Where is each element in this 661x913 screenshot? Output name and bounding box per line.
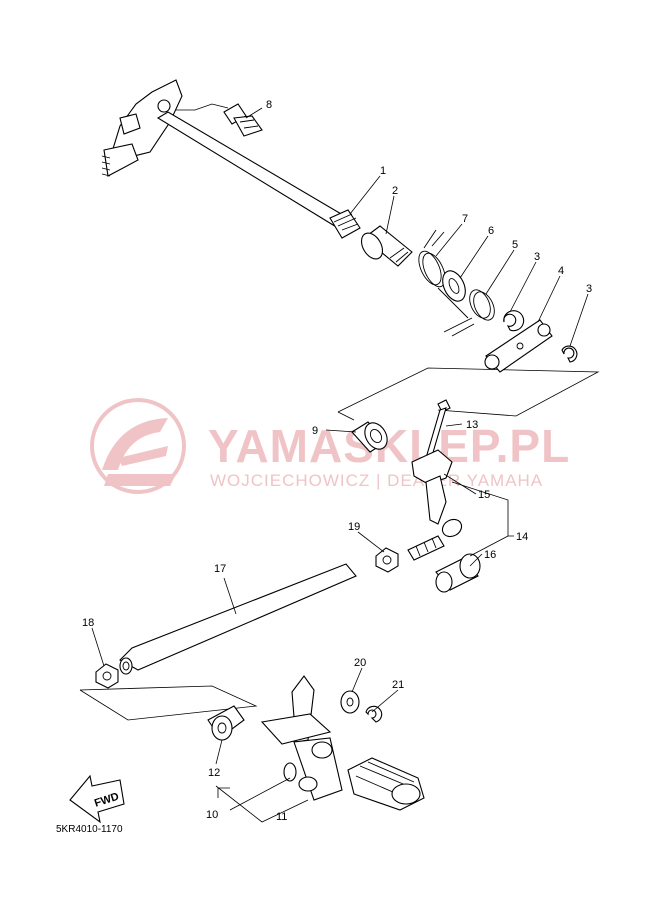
bolt-8 (223, 103, 263, 137)
frame-upper (337, 367, 600, 417)
bolt-10 (283, 762, 297, 782)
frame-bolt8 (160, 103, 229, 111)
nut-18 (95, 663, 119, 689)
frame-lower (79, 685, 258, 721)
shift-shaft (101, 79, 361, 239)
callout-4: 4 (558, 265, 564, 277)
fwd-arrow: FWD (69, 774, 125, 824)
fwd-arrow-icon (69, 774, 125, 824)
callout-9: 9 (312, 425, 318, 437)
callout-7: 7 (462, 213, 468, 225)
tie-rod-17 (119, 563, 357, 675)
spring-7 (418, 229, 469, 319)
bearing-9 (351, 421, 388, 453)
callout-17: 17 (214, 563, 226, 575)
circlip-3-b (561, 345, 578, 363)
callout-3-a: 3 (534, 251, 540, 263)
collar-2 (360, 225, 413, 267)
circlip-3-a (503, 310, 525, 332)
callout-16: 16 (484, 549, 496, 561)
reference-frames (79, 103, 600, 721)
circlip-21 (365, 705, 383, 723)
watermark: YAMASKLEP.PL WOJCIECHOWICZ | DEALER YAMA… (90, 398, 570, 494)
diagram-code: 5KR4010-1170 (56, 824, 123, 835)
callout-8: 8 (266, 99, 272, 111)
washer-6 (442, 270, 466, 302)
callout-14: 14 (516, 531, 528, 543)
callout-6: 6 (488, 225, 494, 237)
callout-15: 15 (478, 489, 490, 501)
callout-11: 11 (276, 811, 287, 823)
callout-12: 12 (208, 767, 220, 779)
shift-arm-15 (411, 449, 463, 538)
rod-end-12 (207, 705, 245, 741)
nut-19 (375, 547, 399, 573)
callout-21: 21 (392, 679, 404, 691)
callout-13: 13 (466, 419, 478, 431)
callout-1: 1 (380, 165, 386, 177)
stopper-lever-4 (484, 319, 553, 373)
callout-5: 5 (512, 239, 518, 251)
callout-18: 18 (82, 617, 94, 629)
spring-5 (443, 289, 495, 337)
watermark-title: YAMASKLEP.PL (208, 420, 570, 472)
washer-20 (340, 690, 360, 714)
rod-bolt (407, 535, 445, 561)
watermark-logo (90, 398, 186, 494)
rod-end-16 (435, 553, 481, 593)
shift-pedal-11 (260, 675, 425, 811)
watermark-subtitle: WOJCIECHOWICZ | DEALER YAMAHA (210, 471, 543, 490)
callout-20: 20 (354, 657, 366, 669)
callout-3-b: 3 (586, 283, 592, 295)
leader-lines (91, 107, 589, 823)
callout-labels: 8 1 2 7 6 5 3 4 3 13 9 15 14 19 16 17 18… (82, 99, 592, 823)
callout-10: 10 (206, 809, 218, 821)
callout-19: 19 (348, 521, 360, 533)
callout-2: 2 (392, 185, 398, 197)
